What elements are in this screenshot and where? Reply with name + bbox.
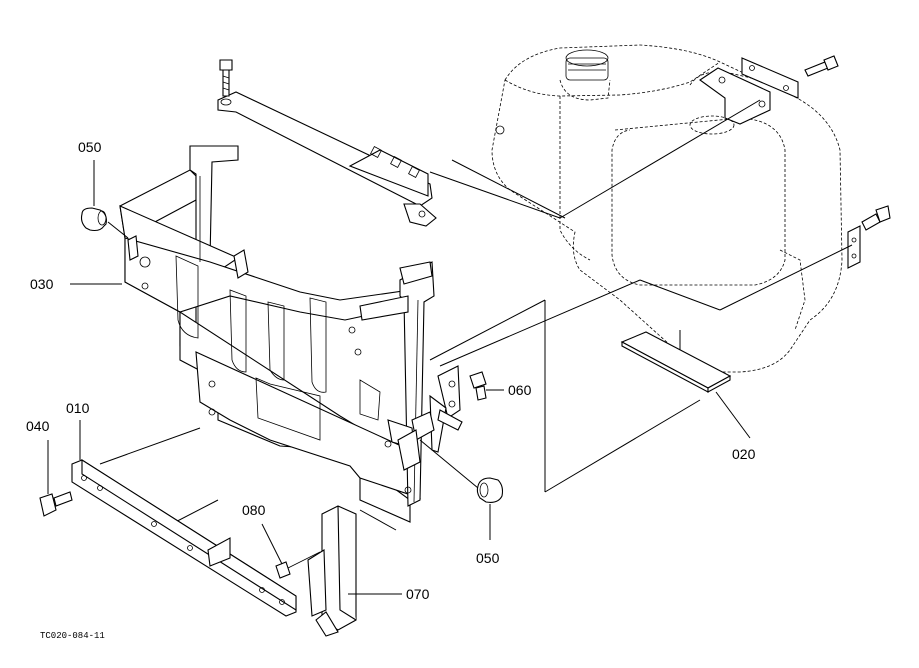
screw-080	[275, 551, 321, 579]
callout-040: 040	[26, 418, 50, 434]
callout-030: 030	[30, 276, 54, 292]
plate-010	[71, 458, 297, 617]
callout-060: 060	[508, 382, 532, 398]
cushion-050-right	[476, 477, 504, 503]
leader-box-bottom-c	[359, 509, 397, 531]
bolt-060	[469, 371, 487, 401]
callout-050-right: 050	[476, 550, 500, 566]
leader-tank-1	[429, 171, 561, 219]
callout-070: 070	[406, 586, 430, 602]
bolt-040	[39, 491, 73, 517]
leader-tank-3	[559, 99, 761, 219]
leader-box-050-left	[107, 221, 129, 239]
leader-020	[715, 391, 751, 439]
leader-box-bottom-a	[99, 427, 201, 465]
bolt-top	[219, 59, 233, 97]
leader-tank-4	[439, 279, 641, 367]
leader-box-side	[419, 439, 479, 489]
drawing-code: TC020-084-11	[40, 631, 105, 641]
battery-box-030	[119, 145, 435, 523]
callout-010: 010	[66, 400, 90, 416]
guard-070	[307, 505, 357, 637]
leader-tank-2	[451, 159, 566, 219]
callout-020: 020	[732, 446, 756, 462]
leader-tank-5	[639, 279, 721, 311]
callout-080: 080	[242, 502, 266, 518]
callout-050-left: 050	[78, 139, 102, 155]
fuel-tank-outline	[491, 44, 843, 373]
tank-bracket-side	[847, 205, 891, 269]
leader-frame-b	[544, 399, 701, 493]
bolt-upper-right	[804, 55, 839, 77]
leader-tank-6	[719, 244, 853, 311]
tank-bracket-upper	[699, 57, 799, 125]
rubber-pad-020	[620, 331, 732, 393]
cushion-050-left	[80, 207, 107, 232]
leader-080	[261, 523, 283, 565]
clamp-bracket	[397, 365, 463, 471]
leader-frame-c	[429, 299, 546, 361]
top-bracket-bar	[217, 91, 437, 227]
